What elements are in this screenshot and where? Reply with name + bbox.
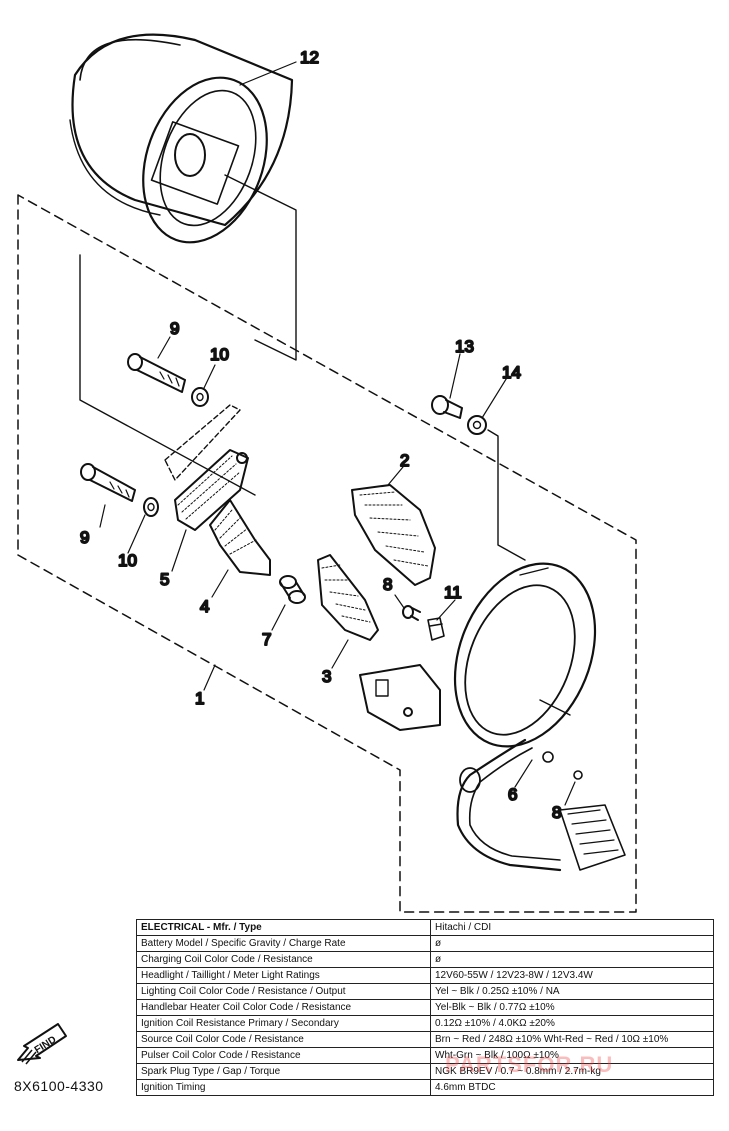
- callout-3: 3: [322, 667, 331, 686]
- callout-9-lower: 9: [80, 528, 89, 547]
- spec-label: Ignition Timing: [136, 1079, 431, 1096]
- callout-6: 6: [508, 785, 517, 804]
- callout-11: 11: [444, 583, 462, 602]
- washer-10-upper: [191, 387, 209, 407]
- spec-value: ø: [430, 935, 714, 952]
- spec-label: Ignition Coil Resistance Primary / Secon…: [136, 1015, 431, 1032]
- coil-4: [209, 499, 271, 576]
- spec-label: Handlebar Heater Coil Color Code / Resis…: [136, 999, 431, 1016]
- stator-plate: [359, 562, 597, 748]
- callout-1: 1: [195, 689, 204, 708]
- spec-label: Pulser Coil Color Code / Resistance: [136, 1047, 431, 1064]
- callout-4: 4: [200, 597, 209, 616]
- dashed-outline-group: [17, 194, 637, 913]
- spec-label: Spark Plug Type / Gap / Torque: [136, 1063, 431, 1080]
- spec-label: Charging Coil Color Code / Resistance: [136, 951, 431, 968]
- screw-13: [431, 395, 463, 419]
- coil-3: [317, 554, 379, 641]
- washer-14: [467, 415, 487, 435]
- callout-10-lower: 10: [118, 551, 137, 570]
- spec-label: Source Coil Color Code / Resistance: [136, 1031, 431, 1048]
- callout-9-upper: 9: [170, 319, 179, 338]
- spec-label: Battery Model / Specific Gravity / Charg…: [136, 935, 431, 952]
- callout-10-upper: 10: [210, 345, 229, 364]
- washer-10-lower: [143, 497, 159, 517]
- spec-value: Yel-Blk ~ Blk / 0.77Ω ±10%: [430, 999, 714, 1016]
- callout-2: 2: [400, 451, 409, 470]
- spec-value: ø: [430, 951, 714, 968]
- spec-label: Lighting Coil Color Code / Resistance / …: [136, 983, 431, 1000]
- part-code: 8X6100-4330: [14, 1078, 104, 1094]
- spec-row: Headlight / Taillight / Meter Light Rati…: [136, 967, 714, 984]
- spec-label: ELECTRICAL - Mfr. / Type: [136, 919, 431, 936]
- wire-harness: [456, 738, 626, 872]
- callout-leaders: [99, 61, 576, 806]
- coil-bracket: [164, 404, 241, 481]
- callout-13: 13: [455, 337, 474, 356]
- find-arrow-icon: FIND: [17, 1023, 67, 1065]
- coil-5: [174, 449, 249, 531]
- watermark: PARTSFOR.RU: [445, 1052, 614, 1077]
- spec-value: Yel ~ Blk / 0.25Ω ±10% / NA: [430, 983, 714, 1000]
- spec-row: Lighting Coil Color Code / Resistance / …: [136, 983, 714, 1000]
- callout-5: 5: [160, 570, 169, 589]
- callout-12: 12: [300, 48, 319, 67]
- spec-row: Handlebar Heater Coil Color Code / Resis…: [136, 999, 714, 1016]
- spec-value: 0.12Ω ±10% / 4.0KΩ ±20%: [430, 1015, 714, 1032]
- spec-label: Headlight / Taillight / Meter Light Rati…: [136, 967, 431, 984]
- spec-value: Hitachi / CDI: [430, 919, 714, 936]
- bolt-9-upper: [127, 353, 186, 393]
- clamp-11: [427, 617, 445, 641]
- rotor-12: [69, 33, 294, 244]
- spec-value: 4.6mm BTDC: [430, 1079, 714, 1096]
- exploded-parts-diagram: 12 9 10 9 10 13 14 2 5 4 7 3 8 11 1 6 8: [17, 33, 637, 913]
- bolt-9-lower: [80, 463, 136, 502]
- callout-8-upper: 8: [383, 575, 392, 594]
- callout-7: 7: [262, 630, 271, 649]
- screw-8-upper: [402, 605, 421, 621]
- leader-line-14: [487, 429, 526, 561]
- spec-value: Brn ~ Red / 248Ω ±10% Wht-Red ~ Red / 10…: [430, 1031, 714, 1048]
- spec-value: 12V60-55W / 12V23-8W / 12V3.4W: [430, 967, 714, 984]
- coil-2: [351, 484, 436, 586]
- spec-row: Battery Model / Specific Gravity / Charg…: [136, 935, 714, 952]
- callout-8-lower: 8: [552, 803, 561, 822]
- leader-box-rotor: [79, 174, 297, 496]
- spec-row: Ignition Coil Resistance Primary / Secon…: [136, 1015, 714, 1032]
- callout-14: 14: [502, 363, 521, 382]
- collar-7: [279, 575, 306, 604]
